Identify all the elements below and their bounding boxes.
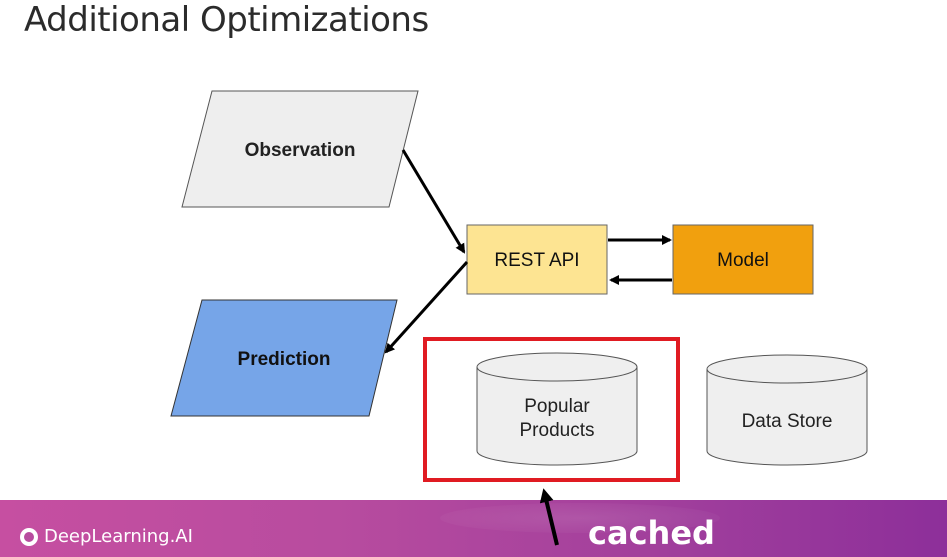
observation-node: Observation <box>181 90 419 208</box>
data-store-cylinder: Data Store <box>706 354 868 466</box>
prediction-label: Prediction <box>238 349 331 370</box>
cache-highlight-box <box>423 337 680 482</box>
rest-api-label: REST API <box>494 250 579 271</box>
model-node: Model <box>672 224 814 295</box>
popular-products-cylinder: Popular Products <box>476 352 638 466</box>
rest-api-node: REST API <box>466 224 608 295</box>
footer-bar <box>0 500 947 557</box>
cached-annotation: cached <box>588 514 715 552</box>
popular-products-label-line1: Popular <box>524 396 590 417</box>
brand-logo: DeepLearning.AI <box>20 526 193 547</box>
prediction-node: Prediction <box>170 299 398 417</box>
footer-bar-glow <box>440 503 720 533</box>
data-store-label: Data Store <box>742 411 833 432</box>
model-label: Model <box>717 250 769 271</box>
page-title: Additional Optimizations <box>24 0 429 40</box>
arrow-api-to-prediction <box>384 260 469 354</box>
observation-label: Observation <box>245 140 356 161</box>
brand-name: DeepLearning.AI <box>44 526 193 547</box>
deeplearning-logo-icon <box>20 527 38 546</box>
arrow-observation-to-api <box>401 149 466 254</box>
popular-products-label-line2: Products <box>520 420 595 441</box>
